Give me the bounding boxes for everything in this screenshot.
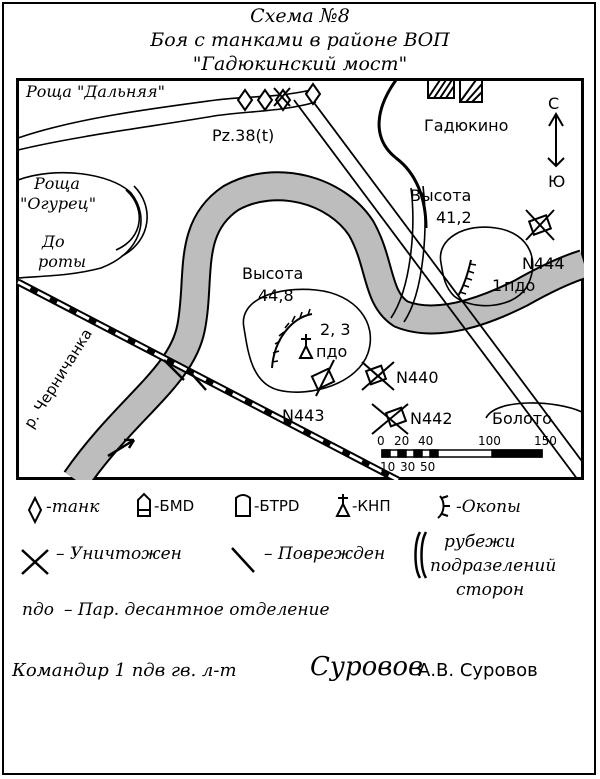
enemy-unit-label: Pz.38(t): [212, 126, 275, 145]
legend-damaged-icon: [231, 547, 255, 573]
commander-name: А.В. Суровов: [418, 660, 538, 681]
compass-north-label: С: [548, 94, 560, 113]
legend-tank-icon: [27, 495, 43, 525]
n442-label: N442: [410, 409, 453, 428]
legend-damaged-label: – Поврежден: [264, 544, 386, 564]
n443-label: N443: [282, 406, 325, 425]
legend-destroyed-label: – Уничтожен: [56, 544, 182, 564]
vehicle-n440: [361, 361, 395, 391]
scale-tick-40: 40: [418, 434, 434, 448]
height-44-value: 44,8: [258, 286, 294, 305]
scheme-title: Схема №8: [250, 5, 350, 27]
height-41-label: Высота: [410, 186, 472, 205]
reserve-label-2: роты: [38, 252, 87, 271]
grove-far-label: Роща "Дальняя": [26, 82, 165, 101]
bridge: [163, 359, 185, 381]
scale-tick-100: 100: [478, 434, 501, 448]
legend-lines-label-1: рубежи: [444, 532, 516, 552]
legend-tank-label: -танк: [46, 497, 100, 517]
legend-btrd-icon: [235, 494, 251, 517]
grove-cucumber-label-2: "Огурец": [20, 194, 97, 213]
legend-knp-label: -КНП: [352, 497, 391, 515]
legend-bmd-icon: [137, 492, 151, 517]
commander-role: Командир 1 пдв гв. л-т: [12, 660, 237, 681]
n440-label: N440: [396, 368, 439, 387]
road-edge-west: [293, 99, 579, 480]
knp-symbol: [298, 334, 314, 359]
vehicle-n443: [310, 359, 336, 397]
vehicle-n442: [371, 403, 409, 435]
legend-trench-icon: [437, 495, 450, 519]
legend-pdo-abbr: пдо: [22, 600, 54, 620]
village-buildings: [427, 79, 483, 103]
vehicle-n444: [525, 209, 555, 241]
swamp-outline: [485, 402, 583, 419]
legend-trenches-label: -Окопы: [456, 497, 521, 517]
river-flow-arrow: [107, 438, 135, 458]
road-edge-east: [305, 91, 584, 465]
compass-south-label: Ю: [548, 172, 566, 191]
scale-tick-30: 30: [400, 460, 416, 474]
legend-knp-icon: [335, 494, 351, 517]
height-44-label: Высота: [242, 264, 304, 283]
scale-tick-20: 20: [394, 434, 410, 448]
reserve-label-1: До: [42, 232, 65, 251]
scale-tick-0: 0: [377, 434, 385, 448]
height-41-value: 41,2: [436, 208, 472, 227]
battle-map: Роща "Дальняя" Роща "Огурец" До роты Pz.…: [16, 78, 584, 480]
legend-pdo-desc: – Пар. десантное отделение: [64, 600, 330, 620]
grove-far-outline: [17, 89, 312, 139]
pdo-1-number: 1: [492, 276, 503, 295]
legend-bmd-label: -БМD: [154, 497, 195, 515]
tank-icons: [236, 82, 322, 112]
grove-cucumber-label-1: Роща: [34, 174, 80, 193]
scheme-subtitle: Боя с танками в районе ВОП: [150, 29, 450, 51]
height-44-8-contour: [242, 288, 372, 393]
scale-bar: [381, 449, 543, 458]
pdo-23-label: пдо: [316, 342, 348, 361]
legend-lines-label-2: подразелений: [430, 556, 557, 576]
legend-symbols: [21, 492, 450, 579]
n444-label: N444: [522, 254, 565, 273]
legend-lines-label-3: сторон: [456, 580, 525, 600]
pdo-23-number: 2, 3: [320, 320, 351, 339]
legend-btrd-label: -БТРD: [254, 497, 300, 515]
height-41-2-contour: [439, 226, 534, 307]
village-label: Гадюкино: [424, 116, 509, 135]
scale-tick-150: 150: [534, 434, 557, 448]
legend-lines-icon: [414, 531, 428, 579]
pdo-1-label: пдо: [504, 276, 536, 295]
scheme-location: "Гадюкинский мост": [192, 53, 408, 75]
swamp-label: Болото: [492, 409, 552, 428]
scale-tick-50: 50: [420, 460, 436, 474]
map-drawing: [16, 78, 584, 480]
commander-signature: Суровов: [310, 652, 424, 682]
grove-cucumber-outline: [17, 171, 142, 279]
scale-tick-10: 10: [380, 460, 396, 474]
